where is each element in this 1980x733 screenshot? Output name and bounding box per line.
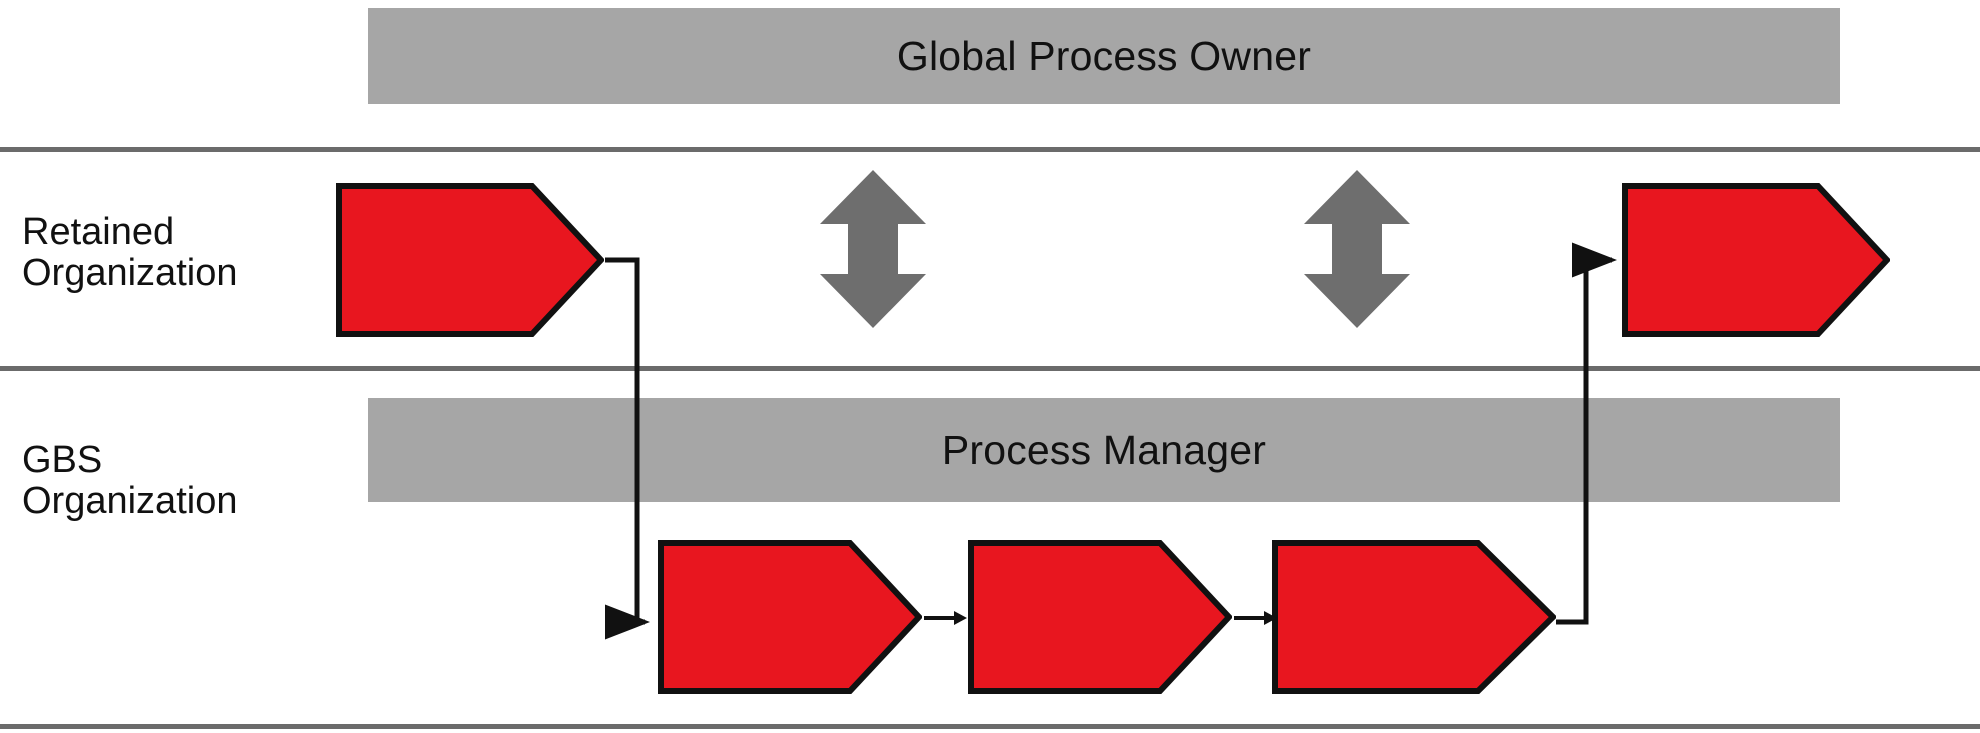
swimlane-divider-top bbox=[0, 147, 1980, 152]
role-bar-process-manager-label: Process Manager bbox=[941, 426, 1267, 473]
swimlane-label-gbs-organization: GBS Organization bbox=[22, 439, 238, 523]
process-step-gbs-1[interactable] bbox=[658, 540, 922, 694]
interaction-double-arrow-left bbox=[818, 168, 928, 330]
process-step-gbs-2[interactable] bbox=[968, 540, 1232, 694]
flow-arrow-gbs-1-to-2-icon bbox=[922, 605, 968, 631]
swimlane-divider-middle bbox=[0, 366, 1980, 371]
role-bar-global-process-owner[interactable]: Global Process Owner bbox=[368, 8, 1840, 104]
role-bar-process-manager[interactable]: Process Manager bbox=[368, 398, 1840, 502]
process-step-gbs-3[interactable] bbox=[1272, 540, 1556, 694]
process-step-retained-1[interactable] bbox=[336, 183, 604, 337]
role-bar-global-process-owner-label: Global Process Owner bbox=[896, 32, 1312, 79]
swimlane-label-retained-organization: Retained Organization bbox=[22, 211, 238, 295]
swimlane-divider-bottom bbox=[0, 724, 1980, 729]
process-step-retained-2[interactable] bbox=[1622, 183, 1890, 337]
interaction-double-arrow-right bbox=[1302, 168, 1412, 330]
flow-arrow-gbs-2-to-3-icon bbox=[1232, 605, 1278, 631]
